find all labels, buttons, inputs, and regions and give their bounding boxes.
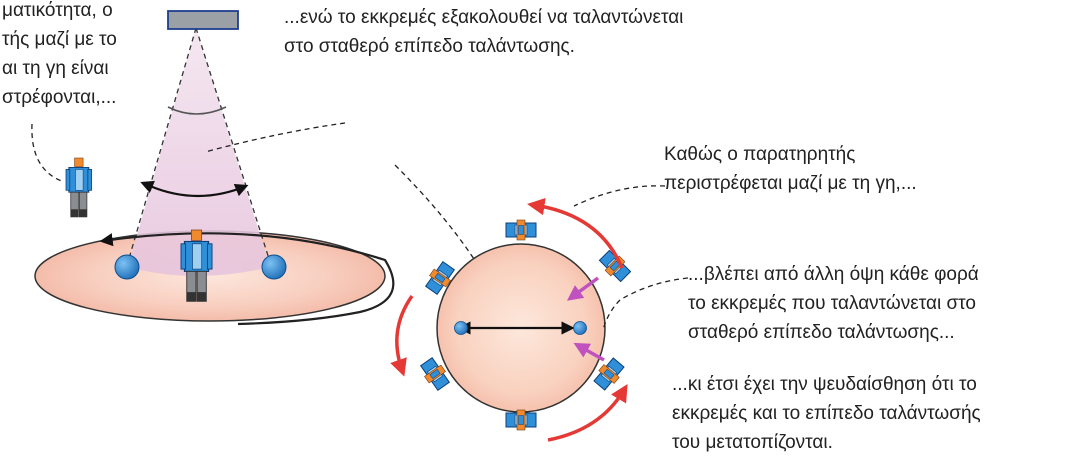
illusion-line: εκκρεμές και το επίπεδο ταλάντωσής	[672, 403, 981, 424]
illusion-caption: ...κι έτσι έχει την ψευδαίσθηση ότι το ε…	[672, 370, 981, 457]
illusion-line: ...κι έτσι έχει την ψευδαίσθηση ότι το	[672, 374, 977, 395]
left-partial-line: ματικότητα, ο	[2, 0, 113, 21]
red-arrow-bottom	[547, 383, 628, 442]
different-view-line: ...βλέπει από άλλη όψη κάθε φορά	[688, 264, 979, 285]
observer-top-s	[505, 409, 537, 431]
illusion-line: του μετατοπίζονται.	[672, 432, 833, 453]
observer-rotates-line: περιστρέφεται μαζί με τη γη,...	[664, 173, 917, 194]
pendulum-support	[167, 10, 239, 30]
purple-arrow-upper	[566, 276, 600, 301]
bob-right-top	[573, 321, 587, 335]
different-view-caption: ...βλέπει από άλλη όψη κάθε φορά το εκκρ…	[688, 260, 979, 347]
top-caption: ...ενώ το εκκρεμές εξακολουθεί να ταλαντ…	[284, 3, 683, 61]
observer-top-n	[505, 219, 537, 241]
top-caption-line: ...ενώ το εκκρεμές εξακολουθεί να ταλαντ…	[284, 7, 684, 28]
different-view-line: σταθερό επίπεδο ταλάντωσης...	[688, 322, 955, 343]
observer-rotates-caption: Καθώς ο παρατηρητής περιστρέφεται μαζί μ…	[664, 140, 917, 198]
left-partial-line: τής μαζί με το	[2, 29, 117, 50]
pendulum-bob-left	[114, 254, 140, 280]
rotation-arrow-left-disc	[99, 232, 395, 326]
purple-arrow-lower	[573, 342, 605, 362]
left-partial-line: αι τη γη είναι	[2, 58, 109, 79]
different-view-line: το εκκρεμές που ταλαντώνεται στο	[688, 293, 976, 314]
red-arrow-top	[527, 197, 624, 269]
left-partial-line: στρέφονται,...	[2, 87, 117, 108]
red-arrow-left	[390, 294, 414, 377]
pendulum-bob-right	[261, 254, 287, 280]
swing-plane-cone	[128, 28, 270, 276]
observer-rotates-line: Καθώς ο παρατηρητής	[664, 144, 856, 165]
swing-direction-arrow	[140, 180, 249, 198]
observer-figure-side	[65, 157, 93, 218]
top-caption-line: στο σταθερό επίπεδο ταλάντωσης.	[284, 36, 575, 57]
left-partial-caption: ματικότητα, ο τής μαζί με το αι τη γη εί…	[2, 0, 117, 112]
bob-left-top	[454, 321, 468, 335]
